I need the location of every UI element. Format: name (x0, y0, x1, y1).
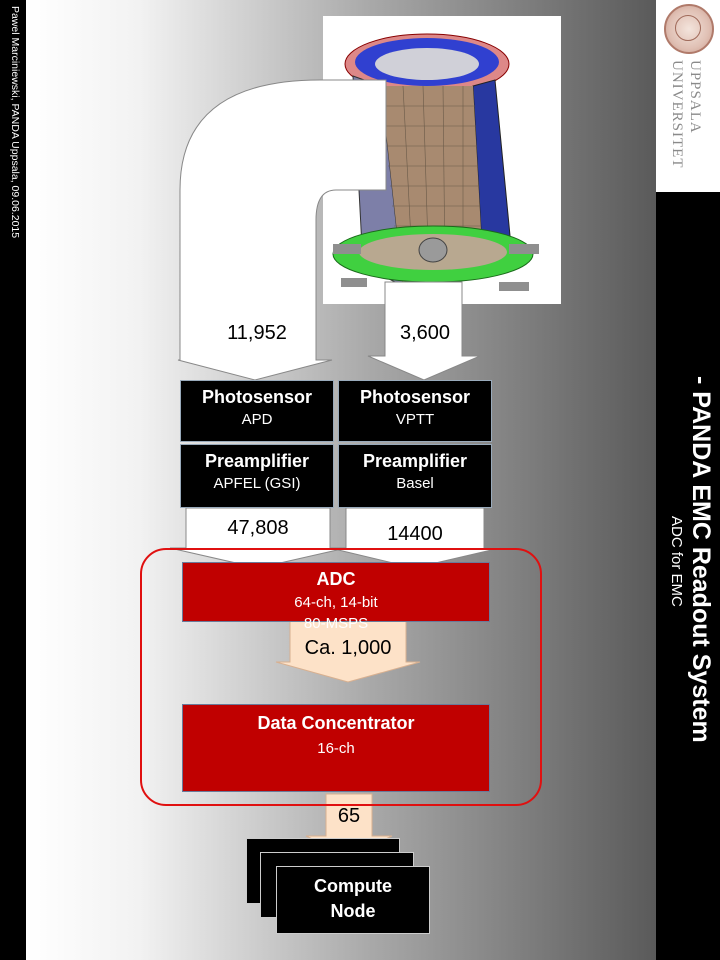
photosensor-apd-block: Photosensor APD (180, 380, 334, 442)
adc-block: ADC 64-ch, 14-bit 80-MSPS (182, 562, 490, 632)
preamp-basel-sub: Basel (396, 475, 434, 492)
photosensor-vptt-block: Photosensor VPTT (338, 380, 492, 442)
photosensor-vptt-title: Photosensor (359, 387, 470, 407)
adc-title: ADC (316, 569, 356, 589)
slide-title: - PANDA EMC Readout System (687, 376, 715, 743)
university-seal-icon (664, 4, 714, 54)
university-name-line-1: UPPSALA (687, 60, 703, 134)
preamp-basel-block: Preamplifier Basel (338, 444, 492, 508)
slide-subtitle: ADC for EMC (668, 516, 685, 607)
compute-node-line-1: Compute (314, 876, 392, 896)
compute-node-line-2: Node (330, 901, 376, 921)
preamp-basel-title: Preamplifier (362, 451, 468, 471)
dc-output-count: 65 (337, 805, 361, 827)
readout-board-frame (140, 548, 542, 806)
apd-channel-count: 11,952 (227, 322, 287, 344)
compute-node-front: Compute Node (276, 866, 430, 934)
author-date-label: Pawel Marciniewski, PANDA Uppsala, 09.06… (9, 6, 21, 239)
adc-output-arrow (275, 619, 421, 683)
university-name-line-2: UNIVERSITET (669, 60, 685, 169)
data-concentrator-block: Data Concentrator 16-ch (182, 704, 490, 792)
preamp-apfel-title: Preamplifier (204, 451, 310, 471)
data-concentrator-sub: 16-ch (317, 740, 355, 757)
left-strip: Pawel Marciniewski, PANDA Uppsala, 09.06… (0, 0, 26, 960)
apfel-output-count: 47,808 (227, 517, 289, 539)
right-strip: UPPSALA UNIVERSITET - PANDA EMC Readout … (656, 0, 720, 960)
basel-output-count: 14400 (387, 523, 443, 545)
vptt-arrow (367, 281, 481, 381)
preamp-apfel-block: Preamplifier APFEL (GSI) (180, 444, 334, 508)
photosensor-apd-sub: APD (241, 411, 273, 428)
university-logo: UPPSALA UNIVERSITET (656, 0, 720, 192)
vptt-channel-count: 3,600 (399, 322, 451, 344)
apd-curved-arrow (177, 79, 387, 381)
adc-spec-2: 80-MSPS (303, 615, 369, 632)
adc-spec-1: 64-ch, 14-bit (294, 594, 378, 611)
preamp-apfel-sub: APFEL (GSI) (213, 475, 301, 492)
data-concentrator-title: Data Concentrator (257, 713, 415, 733)
adc-output-count: Ca. 1,000 (304, 637, 392, 659)
photosensor-vptt-sub: VPTT (395, 411, 435, 428)
photosensor-apd-title: Photosensor (201, 387, 312, 407)
